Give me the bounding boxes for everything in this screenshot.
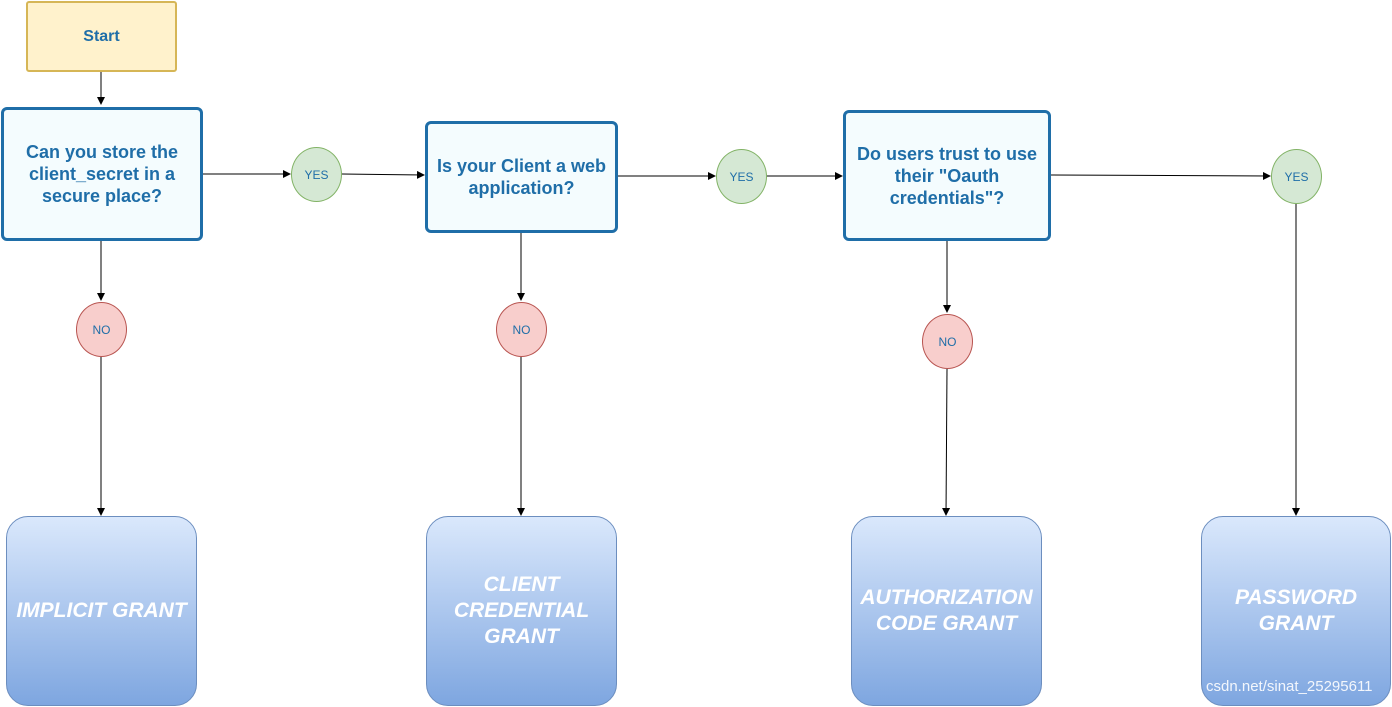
no-badge: NO <box>496 302 547 357</box>
password-grant-node: PASSWORD GRANT <box>1201 516 1391 706</box>
no-badge: NO <box>76 302 127 357</box>
start-node: Start <box>26 1 177 72</box>
yes-label: YES <box>1284 169 1309 184</box>
decision-label: Do users trust to use their "Oauth crede… <box>856 143 1038 208</box>
no-label: NO <box>938 334 957 349</box>
yes-label: YES <box>729 169 754 184</box>
decision-store-client-secret: Can you store the client_secret in a sec… <box>1 107 203 241</box>
start-label: Start <box>83 27 120 45</box>
edge-q3-to-yes3 <box>1050 171 1271 180</box>
yes-badge: YES <box>291 147 342 202</box>
authorization-code-grant-node: AUTHORIZATION CODE GRANT <box>851 516 1042 706</box>
decision-label: Can you store the client_secret in a sec… <box>25 142 179 206</box>
decision-label: Is your Client a web application? <box>436 156 607 198</box>
no-label: NO <box>92 322 111 337</box>
client-credential-grant-node: CLIENT CREDENTIAL GRANT <box>426 516 617 706</box>
yes-badge: YES <box>1271 149 1322 204</box>
no-label: NO <box>512 322 531 337</box>
decision-trust-oauth-credentials: Do users trust to use their "Oauth crede… <box>843 110 1051 241</box>
watermark-text: csdn.net/sinat_25295611 <box>1206 678 1373 695</box>
grant-label: PASSWORD GRANT <box>1234 586 1358 635</box>
decision-web-application: Is your Client a web application? <box>425 121 618 233</box>
grant-label: IMPLICIT GRANT <box>16 599 187 622</box>
implicit-grant-node: IMPLICIT GRANT <box>6 516 197 706</box>
edge-yes1-to-q2 <box>341 170 425 179</box>
grant-label: CLIENT CREDENTIAL GRANT <box>453 573 590 648</box>
yes-label: YES <box>304 167 329 182</box>
no-badge: NO <box>922 314 973 369</box>
edge-no3-to-authorization-code <box>942 368 951 516</box>
yes-badge: YES <box>716 149 767 204</box>
grant-label: AUTHORIZATION CODE GRANT <box>860 586 1033 635</box>
